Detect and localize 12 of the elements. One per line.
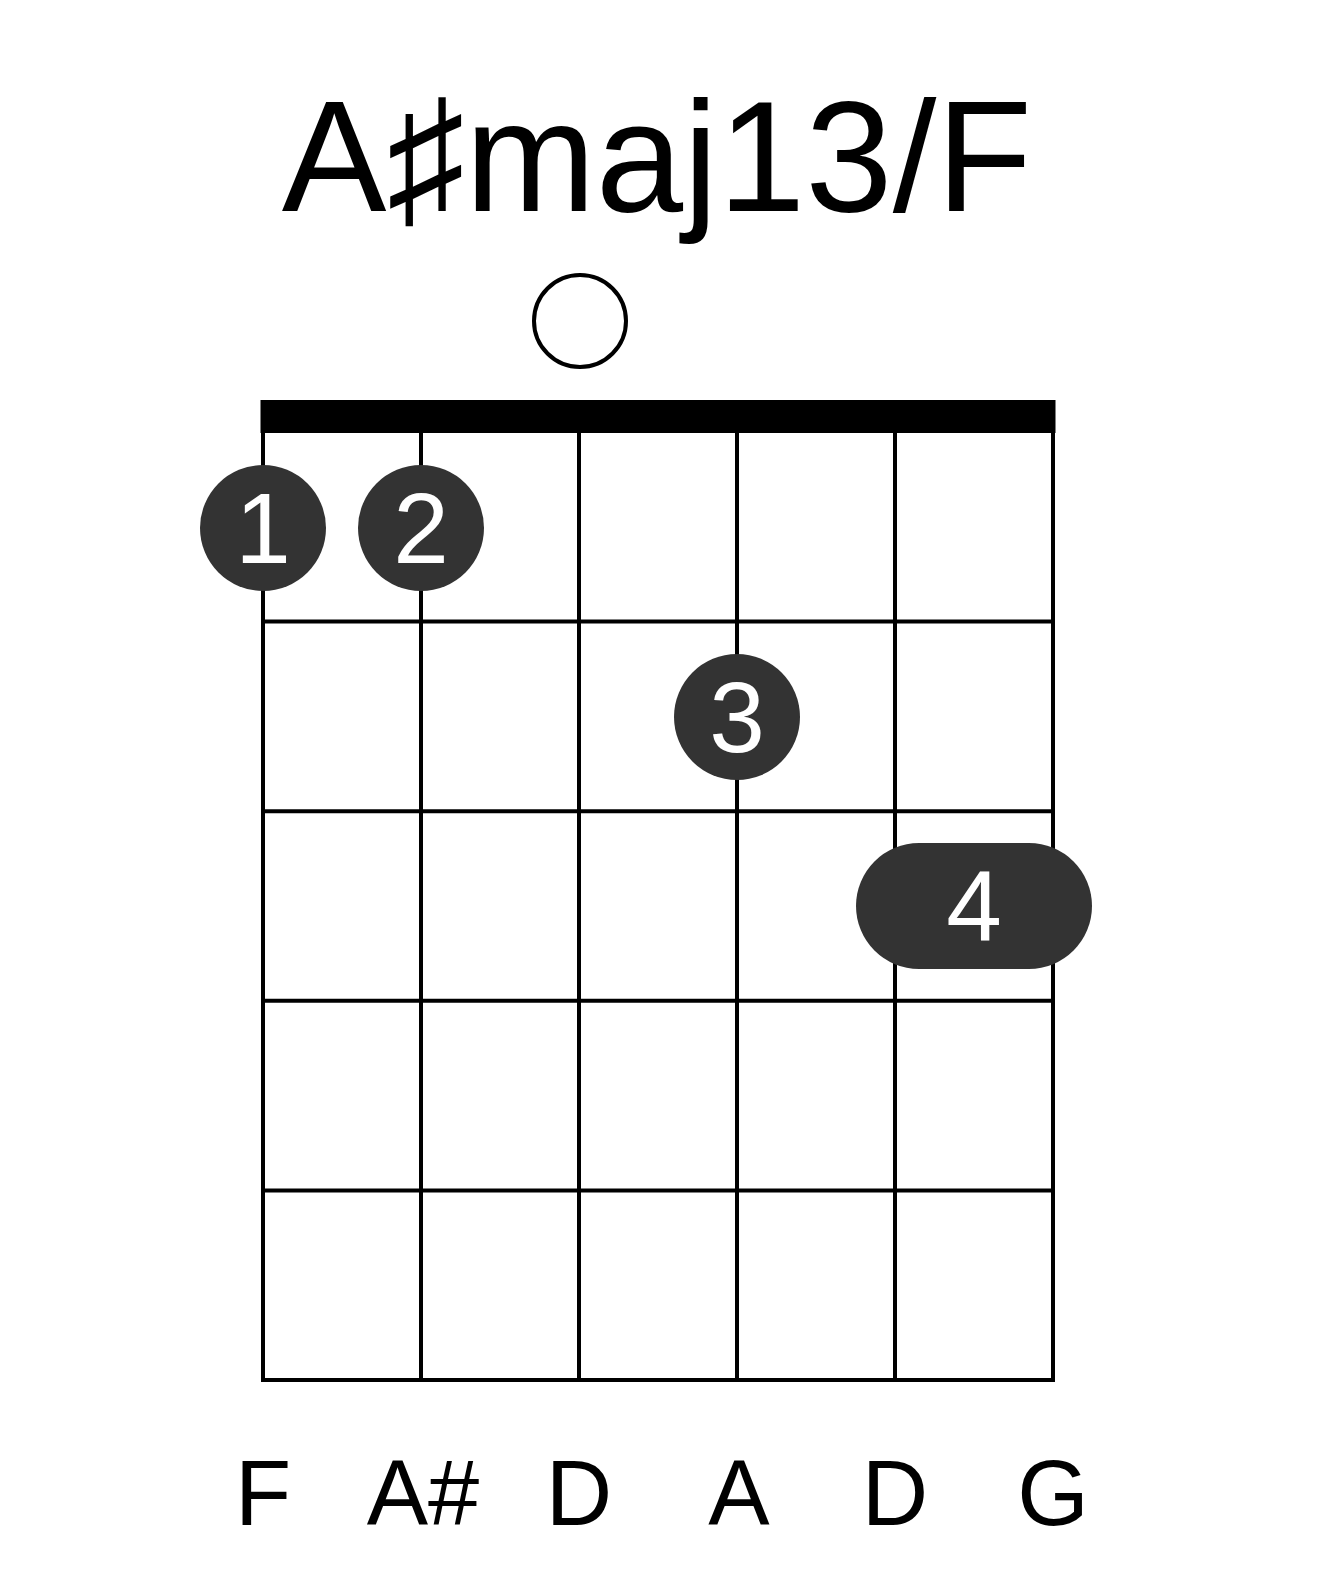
string-label: D (545, 1441, 613, 1546)
finger-dot: 1 (200, 465, 326, 591)
string-label: D (861, 1441, 929, 1546)
string-label: A# (366, 1441, 480, 1546)
string-label: A (708, 1441, 770, 1546)
finger-pill: 4 (856, 843, 1092, 969)
finger-dot: 2 (358, 465, 484, 591)
finger-dot: 3 (674, 654, 800, 780)
ring-icon (532, 273, 628, 369)
string-label: F (234, 1441, 292, 1546)
chord-title: A♯maj13/F (281, 68, 1033, 246)
string-label: G (1017, 1441, 1089, 1546)
